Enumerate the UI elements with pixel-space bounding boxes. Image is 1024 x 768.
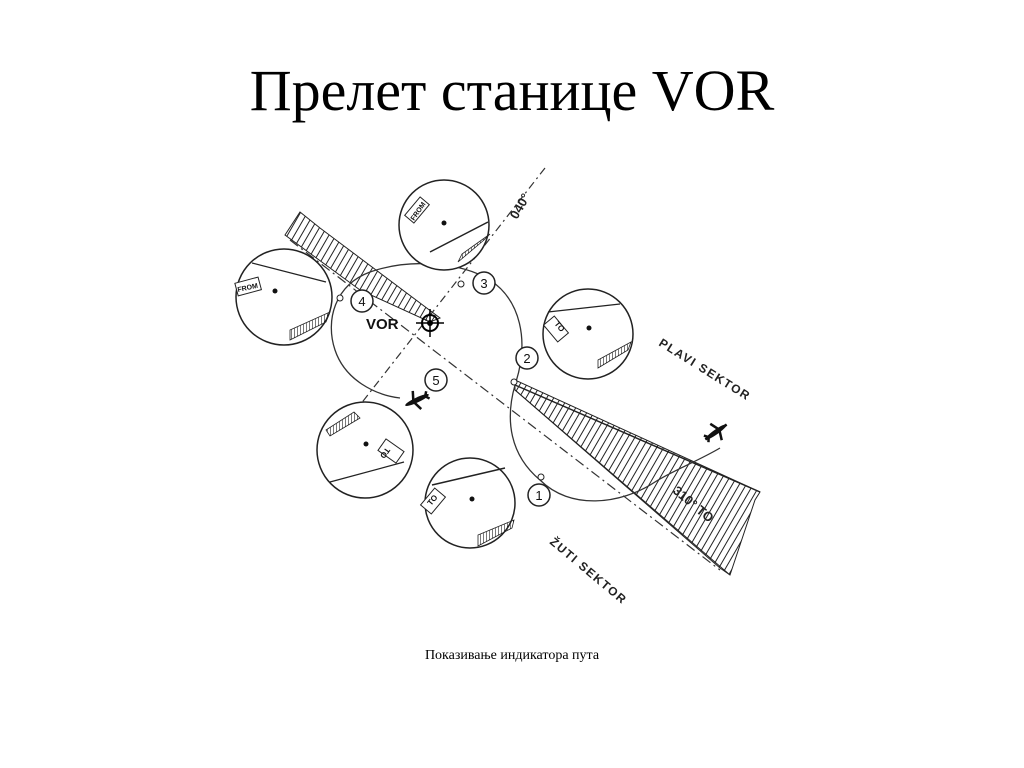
position-marker-4: 4 [336,289,374,313]
aircraft-icon [405,390,431,410]
course-indicator-2: TO [542,288,634,380]
vor-overflight-diagram: VOR 040° 310° TO PLAVI SEKTOR ŽUTI SEKTO… [234,167,761,607]
position-marker-2: 2 [510,346,539,386]
radial-040-line [359,167,546,406]
slide-caption: Показивање индикатора пута [424,648,600,663]
course-indicator-5: TO [316,401,414,499]
slide-title: Прелет станице VOR [249,58,775,123]
position-number: 5 [432,373,439,388]
yellow-sector-label: ŽUTI SEKTOR [547,534,630,607]
blue-sector-label: PLAVI SEKTOR [656,336,753,404]
vor-label: VOR [366,316,399,333]
course-indicator-3: FROM [398,179,491,271]
bearing-top-label: 040° [507,191,533,222]
position-number: 1 [535,488,542,503]
position-marker-5: 5 [424,368,448,392]
position-marker-3: 3 [457,271,496,295]
aircraft-icon [703,422,728,443]
indicator-flag: FROM [237,283,259,294]
position-marker-1: 1 [527,473,551,507]
course-indicator-4: FROM [234,248,333,346]
course-indicator-1: TO [419,457,516,549]
aircraft-flight-path [330,262,721,502]
position-number: 3 [480,276,487,291]
position-number: 4 [358,294,365,309]
vor-station-symbol [416,309,444,337]
position-number: 2 [523,351,530,366]
